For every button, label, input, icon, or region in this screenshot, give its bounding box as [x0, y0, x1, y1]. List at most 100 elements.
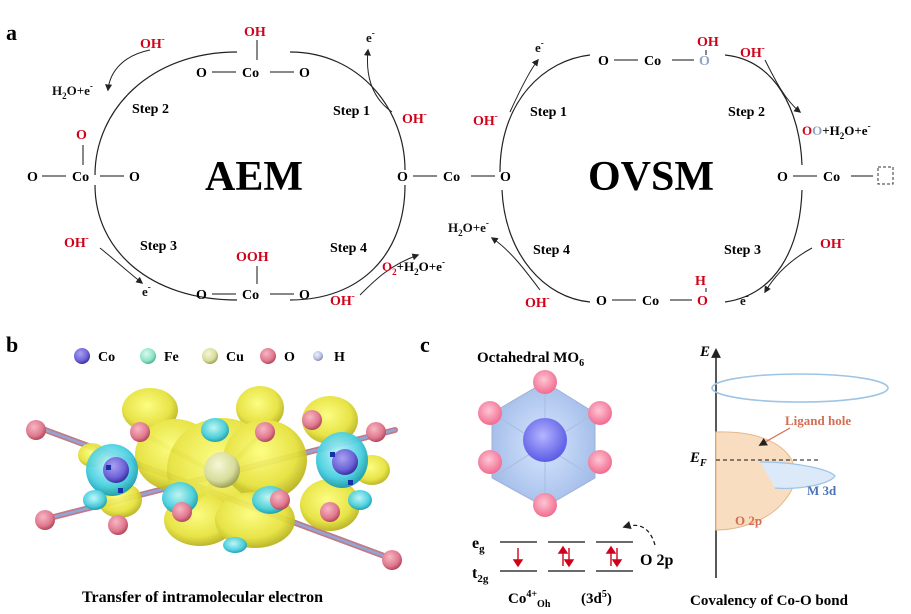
svg-text:H: H — [695, 274, 706, 289]
aem-oh-intermediate: OH O Co O — [196, 25, 310, 81]
panel-label-a: a — [6, 20, 17, 45]
svg-text:(3d5): (3d5) — [581, 589, 612, 607]
octahedron-illustration — [478, 370, 612, 517]
ovsm-cycle: OVSM Step 1 Step 2 Step 3 Step 4 OH O Co… — [448, 35, 894, 311]
panel-label-b: b — [6, 332, 18, 357]
svg-text:OH: OH — [697, 35, 719, 50]
svg-text:H2O+e-: H2O+e- — [52, 81, 93, 101]
legend-label-cu: Cu — [226, 350, 244, 365]
legend-label-h: H — [334, 350, 345, 365]
legend-swatch-cu — [202, 348, 218, 364]
aem-ooh-intermediate: OOH O Co O — [196, 250, 310, 303]
panel-label-c: c — [420, 332, 430, 357]
svg-text:O: O — [697, 294, 708, 309]
svg-text:O2+H2O+e-: O2+H2O+e- — [382, 257, 445, 277]
aem-step-4: Step 4 — [330, 241, 367, 256]
svg-text:OH-: OH- — [330, 291, 355, 309]
svg-text:Ligand hole: Ligand hole — [785, 413, 851, 428]
aem-step3-reagents: OH- e- — [64, 233, 151, 299]
aem-step1-reagents: e- OH- — [363, 28, 427, 127]
svg-text:O: O — [196, 288, 207, 303]
svg-text:Co: Co — [642, 294, 659, 309]
svg-text:Co: Co — [242, 288, 259, 303]
svg-text:e-: e- — [142, 282, 151, 299]
legend-label-o: O — [284, 350, 295, 365]
ovsm-step-2: Step 2 — [728, 105, 765, 120]
svg-text:E: E — [699, 344, 710, 360]
aem-step-1: Step 1 — [333, 104, 370, 119]
aem-cycle: AEM Step 1 Step 2 Step 3 Step 4 OH O Co … — [27, 25, 445, 309]
svg-text:Co: Co — [443, 170, 460, 185]
svg-text:OH-: OH- — [140, 34, 165, 52]
svg-text:EF: EF — [689, 450, 707, 469]
svg-text:t2g: t2g — [472, 565, 489, 585]
svg-text:e-: e- — [366, 28, 375, 45]
svg-text:Co: Co — [644, 54, 661, 69]
atom-legend: Co Fe Cu O H — [74, 348, 345, 365]
ovsm-step4-reagents: OH- H2O+e- — [448, 218, 550, 311]
svg-text:O: O — [129, 170, 140, 185]
svg-text:OO+H2O+e-: OO+H2O+e- — [802, 121, 871, 141]
legend-label-fe: Fe — [164, 350, 179, 365]
svg-text:O: O — [777, 170, 788, 185]
svg-text:OH-: OH- — [64, 233, 89, 251]
charge-density-structure — [26, 386, 402, 570]
svg-text:O: O — [699, 54, 710, 69]
svg-text:O: O — [76, 128, 87, 143]
svg-text:e-: e- — [535, 38, 544, 55]
legend-label-co: Co — [98, 350, 115, 365]
ovsm-h-intermediate: H O Co O — [596, 274, 708, 309]
ovsm-step-4: Step 4 — [533, 243, 570, 258]
svg-text:OH-: OH- — [740, 43, 765, 61]
svg-text:O: O — [596, 294, 607, 309]
legend-swatch-fe — [140, 348, 156, 364]
ovsm-step2-reagents: OH- OO+H2O+e- — [740, 43, 871, 141]
crystal-field-diagram: eg t2g O 2p Co4+Oh (3d5) — [472, 520, 673, 610]
aem-o-intermediate: O O Co O — [27, 128, 140, 185]
ovsm-step-1: Step 1 — [530, 105, 567, 120]
svg-text:OH-: OH- — [820, 234, 845, 252]
aem-step4-reagents: OH- O2+H2O+e- — [330, 253, 445, 309]
central-intermediate: O Co O — [397, 170, 511, 185]
legend-swatch-co — [74, 348, 90, 364]
ovsm-vacancy-intermediate: O Co — [777, 166, 894, 185]
aem-step2-reagents: OH- H2O+e- — [52, 34, 165, 101]
svg-text:O 2p: O 2p — [640, 552, 673, 569]
ovsm-step3-reagents: OH- e- — [740, 234, 845, 308]
svg-text:Co4+Oh: Co4+Oh — [508, 589, 551, 610]
svg-text:O: O — [299, 66, 310, 81]
aem-label: AEM — [205, 154, 303, 200]
octahedral-title: Octahedral MO6 — [477, 350, 584, 369]
svg-text:OOH: OOH — [236, 250, 269, 265]
svg-text:O: O — [299, 288, 310, 303]
svg-text:H2O+e-: H2O+e- — [448, 218, 489, 238]
legend-swatch-o — [260, 348, 276, 364]
svg-text:OH-: OH- — [525, 293, 550, 311]
ovsm-label: OVSM — [588, 154, 714, 200]
svg-text:e-: e- — [740, 291, 749, 308]
svg-text:Co: Co — [823, 170, 840, 185]
svg-text:O: O — [397, 170, 408, 185]
svg-text:Co: Co — [72, 170, 89, 185]
svg-text:O: O — [27, 170, 38, 185]
ovsm-oh-intermediate: OH O Co O — [598, 35, 719, 69]
svg-text:eg: eg — [472, 535, 485, 555]
svg-text:Co: Co — [242, 66, 259, 81]
svg-text:O 2p: O 2p — [735, 513, 762, 528]
legend-swatch-h — [313, 351, 323, 361]
svg-text:O: O — [500, 170, 511, 185]
panel-c-caption: Covalency of Co-O bond — [690, 593, 849, 609]
svg-text:O: O — [196, 66, 207, 81]
aem-step-2: Step 2 — [132, 102, 169, 117]
svg-text:OH: OH — [244, 25, 266, 40]
svg-text:OH-: OH- — [473, 111, 498, 129]
svg-text:OH-: OH- — [402, 109, 427, 127]
panel-b-caption: Transfer of intramolecular electron — [82, 589, 323, 606]
ovsm-step-3: Step 3 — [724, 243, 761, 258]
svg-text:M 3d: M 3d — [807, 483, 837, 498]
svg-text:O: O — [598, 54, 609, 69]
band-diagram: E EF Ligand hole M 3d O 2p — [689, 344, 889, 578]
ovsm-step1-reagents: e- OH- — [473, 38, 544, 129]
aem-step-3: Step 3 — [140, 239, 177, 254]
